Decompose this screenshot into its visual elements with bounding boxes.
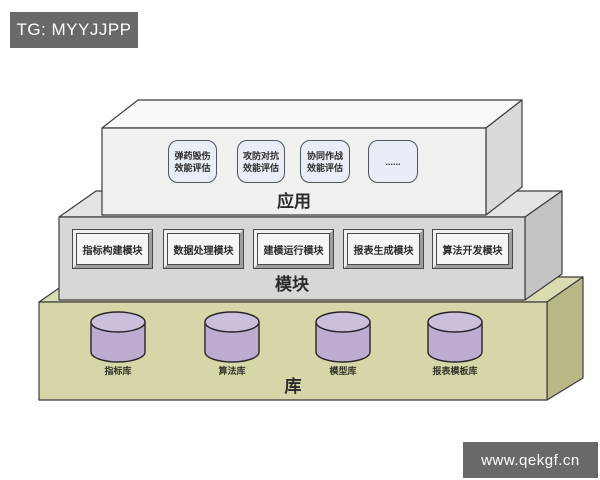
module-indicator-construction: 指标构建模块	[72, 229, 153, 269]
module-bevel: 指标构建模块	[73, 230, 152, 268]
module-layer-label: 模块	[275, 275, 309, 294]
app-item-line1: 弹药毁伤	[174, 150, 211, 161]
cylinder-algorithm-library	[204, 311, 260, 363]
watermark-site-badge: www.qekgf.cn	[463, 442, 598, 478]
cylinder-label-algorithm: 算法库	[218, 366, 246, 376]
module-algorithm-development: 算法开发模块	[432, 229, 513, 269]
module-label: 数据处理模块	[167, 233, 240, 265]
module-bevel: 建模运行模块	[254, 230, 333, 268]
app-item-joint-operations: 协同作战 效能评估	[300, 140, 350, 183]
cylinder-model-library	[315, 311, 371, 363]
application-layer-label: 应用	[277, 192, 311, 211]
cylinder-label-indicator: 指标库	[104, 366, 132, 376]
app-item-ammo-damage: 弹药毁伤 效能评估	[168, 140, 217, 183]
app-item-line1: 攻防对抗	[242, 150, 279, 161]
module-label: 算法开发模块	[436, 233, 509, 265]
cylinder-label-model: 模型库	[329, 366, 357, 376]
module-label: 报表生成模块	[347, 233, 420, 265]
app-item-ellipsis: ......	[368, 140, 418, 183]
module-bevel: 报表生成模块	[344, 230, 423, 268]
app-item-line2: 效能评估	[174, 162, 211, 173]
app-item-attack-defense: 攻防对抗 效能评估	[237, 140, 285, 183]
watermark-tag-badge: TG: MYYJJPP	[10, 12, 138, 48]
cylinder-indicator-library	[90, 311, 146, 363]
application-box-front-face	[101, 127, 487, 216]
module-bevel: 数据处理模块	[164, 230, 243, 268]
module-report-generation: 报表生成模块	[343, 229, 424, 269]
app-item-line1: 协同作战	[306, 150, 343, 161]
ellipsis-text: ......	[385, 156, 401, 167]
module-bevel: 算法开发模块	[433, 230, 512, 268]
application-box-top-face	[101, 99, 523, 129]
module-label: 指标构建模块	[76, 233, 149, 265]
library-layer-label: 库	[284, 377, 302, 396]
app-item-line2: 效能评估	[306, 162, 343, 173]
app-item-line2: 效能评估	[242, 162, 279, 173]
module-modeling-run: 建模运行模块	[253, 229, 334, 269]
module-data-processing: 数据处理模块	[163, 229, 244, 269]
cylinder-report-template-library	[427, 311, 483, 363]
module-label: 建模运行模块	[257, 233, 330, 265]
cylinder-label-report-template: 报表模板库	[432, 366, 478, 376]
